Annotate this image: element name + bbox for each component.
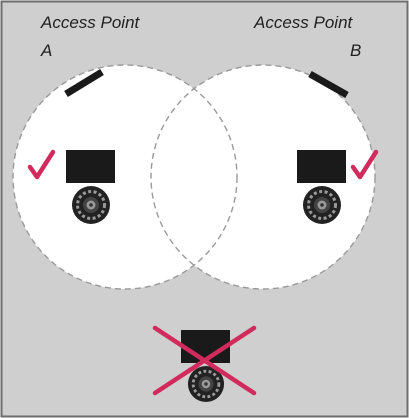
- access-point-a: [64, 69, 104, 97]
- check-icon: [27, 149, 56, 180]
- check-icon: [350, 149, 379, 180]
- access-point-b: [308, 70, 349, 99]
- placement-out-of-range: [152, 325, 257, 403]
- device-a: [71, 185, 111, 225]
- access-point-b-title: Access Point: [253, 13, 354, 32]
- access-point-b-letter: B: [350, 41, 361, 60]
- access-point-a-letter: A: [40, 41, 52, 60]
- coverage-zone-b: [151, 65, 375, 289]
- coverage-outline-b: [150, 64, 376, 290]
- placement-b: [297, 149, 379, 225]
- coverage-outline-a: [12, 64, 238, 290]
- device-b: [302, 185, 342, 225]
- speaker-b: [297, 150, 346, 183]
- speaker-a: [66, 150, 115, 183]
- placement-a: [27, 149, 115, 225]
- cross-icon: [152, 325, 257, 396]
- access-point-a-title: Access Point: [40, 13, 141, 32]
